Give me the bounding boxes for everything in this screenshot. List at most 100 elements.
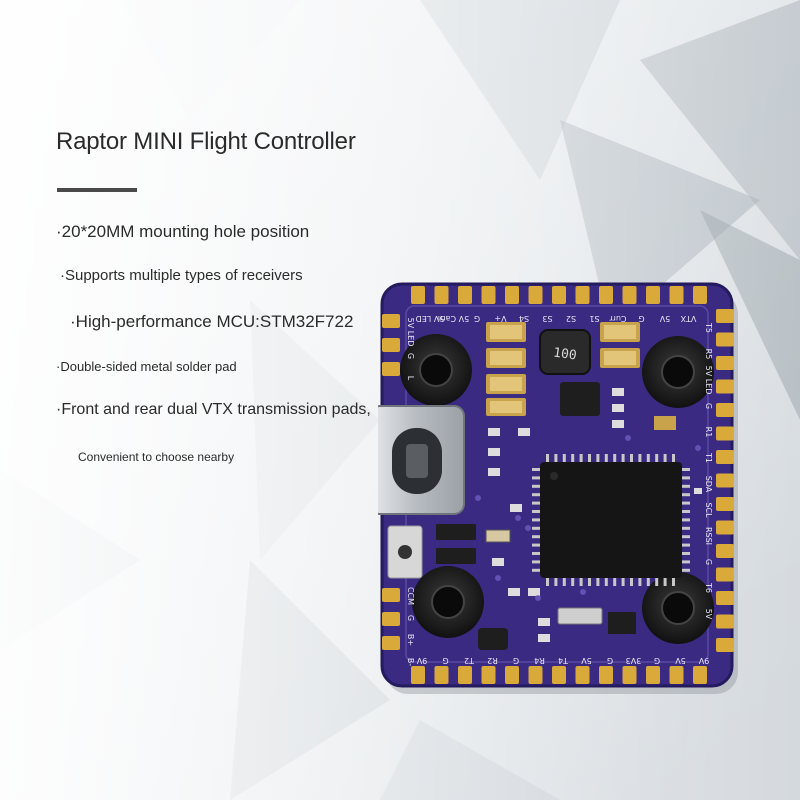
top-pad: [599, 286, 613, 304]
mcu-pin: [646, 576, 650, 586]
left-pad: [382, 314, 400, 328]
mcu-pin: [604, 454, 608, 464]
mcu-pin: [554, 454, 558, 464]
bottom-pad-label: R2: [487, 656, 498, 665]
right-pad: [716, 497, 734, 511]
mcu-pin: [532, 568, 542, 572]
inductor: 100: [539, 329, 591, 375]
mcu-pin: [680, 518, 690, 522]
mcu-pin: [680, 543, 690, 547]
left-pad-label: B+: [406, 634, 415, 646]
mcu-pin: [596, 454, 600, 464]
right-pad-label: 5V LED: [704, 366, 713, 395]
top-pad: [693, 286, 707, 304]
mcu-pin: [554, 576, 558, 586]
mcu-pin: [680, 484, 690, 488]
mcu-pin: [596, 576, 600, 586]
right-pad: [716, 309, 734, 323]
bottom-pad-label: 3V3: [626, 656, 642, 665]
mcu-pin: [532, 543, 542, 547]
bottom-pad-label: 9V: [416, 656, 427, 665]
mcu-pin: [546, 454, 549, 464]
mcu-pin: [663, 454, 667, 464]
bottom-pad: [646, 666, 660, 684]
mcu-pin: [646, 454, 650, 464]
page-title: Raptor MINI Flight Controller: [56, 128, 356, 155]
mcu-pin: [613, 454, 617, 464]
mcu-pin: [680, 552, 690, 555]
bottom-pad: [669, 666, 684, 684]
mcu-pin: [638, 454, 642, 464]
right-pad-label: G: [704, 559, 713, 565]
right-pad: [716, 426, 734, 441]
right-pad-label: R5: [704, 349, 713, 360]
capacitor-group: [486, 322, 526, 416]
mcu-pin: [562, 576, 566, 586]
mcu-pin: [532, 560, 542, 564]
mcu-pin: [630, 454, 633, 464]
left-pad: [382, 612, 400, 626]
mcu-pin: [532, 468, 542, 471]
feature-vtx-pads: ·Front and rear dual VTX transmission pa…: [56, 401, 371, 418]
mcu-pin: [680, 568, 690, 572]
mcu-pin: [532, 535, 542, 539]
bottom-pad: [599, 666, 613, 684]
left-pad: [382, 362, 400, 376]
bottom-pad: [411, 666, 425, 684]
top-pad-label: V+: [494, 314, 506, 323]
mcu-pin: [579, 454, 583, 464]
top-pad: [622, 286, 637, 304]
top-pad-label: S3: [542, 314, 552, 323]
mcu-pin: [680, 535, 690, 539]
right-pad: [716, 591, 734, 605]
right-pad: [716, 567, 734, 582]
small-components: [436, 388, 702, 650]
bottom-pad: [458, 666, 472, 684]
title-underline: [57, 188, 137, 192]
top-pad: [552, 286, 566, 304]
feature-receivers: ·Supports multiple types of receivers: [60, 267, 303, 284]
mcu-pin: [579, 576, 583, 586]
mcu-pin: [532, 552, 542, 555]
right-pad: [716, 520, 734, 535]
mcu-pin: [638, 576, 642, 586]
top-pad-label: G: [474, 314, 480, 323]
mcu-pin: [532, 501, 542, 505]
mounting-grommet-bottom-right: [642, 572, 714, 644]
mcu-pin: [532, 484, 542, 488]
mcu-pin: [588, 454, 591, 464]
right-pad-label: SDA: [704, 476, 713, 493]
mcu-pin: [532, 526, 542, 530]
inductor-label: 100: [552, 345, 577, 363]
feature-mcu: ·High-performance MCU:STM32F722: [70, 312, 354, 331]
bottom-pad-label: 5V: [581, 656, 592, 665]
right-pad: [716, 332, 734, 347]
top-pad-label: S2: [566, 314, 576, 323]
right-pad-label: T5: [704, 322, 713, 333]
left-pad: [382, 338, 400, 352]
mcu-pin: [672, 454, 675, 464]
left-pad-label: 5V LED: [406, 318, 415, 347]
top-pad: [481, 286, 496, 304]
right-pad-label: R1: [704, 427, 713, 438]
right-pad: [716, 544, 734, 558]
left-pad-label: L: [406, 376, 415, 381]
feature-mounting-hole: ·20*20MM mounting hole position: [56, 222, 310, 241]
mcu-pin: [546, 576, 549, 586]
bottom-pad: [552, 666, 566, 684]
mcu-pin: [613, 576, 617, 586]
feature-solder-pad: ·Double-sided metal solder pad: [56, 359, 237, 374]
mcu-pin: [532, 493, 542, 497]
bottom-pad-label: 5V: [675, 656, 686, 665]
right-pad-label: T6: [704, 582, 713, 593]
top-pad: [505, 286, 519, 304]
left-pad-label: G: [406, 353, 415, 359]
mcu-pin: [680, 560, 690, 564]
mcu-pin: [604, 576, 608, 586]
left-pad-label: CCM: [406, 587, 415, 605]
bottom-pad-label: R4: [534, 656, 545, 665]
mcu-pin: [680, 510, 690, 513]
top-pad-label: S1: [589, 314, 599, 323]
flight-controller-board: 100: [378, 282, 738, 694]
